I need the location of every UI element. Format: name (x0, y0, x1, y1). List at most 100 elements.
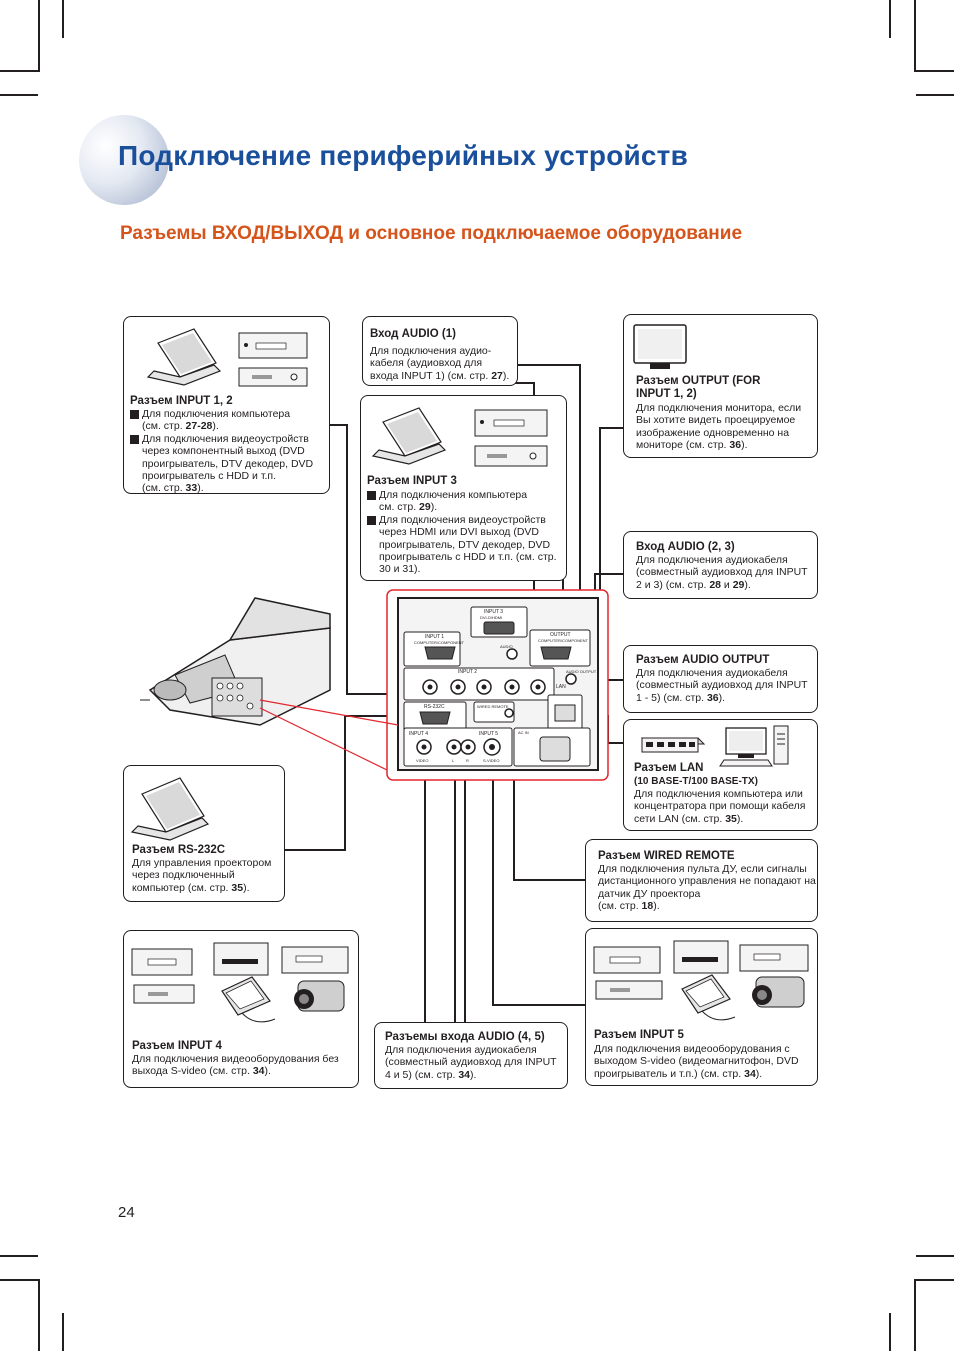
crop-mark (889, 1313, 891, 1351)
lan-subheading: (10 BASE-T/100 BASE-TX) (634, 776, 758, 787)
crop-mark (38, 0, 40, 72)
box-audio-4-5: Разъемы входа AUDIO (4, 5) Для подключен… (374, 1022, 568, 1089)
lan-text: Для подключения компьютера или концентра… (634, 788, 806, 825)
audioout-text: Для подключения аудиокабеля (совместный … (636, 667, 808, 704)
box-output: Разъем OUTPUT (FOR INPUT 1, 2) Для подкл… (623, 314, 818, 458)
network-hub-icon (640, 737, 706, 753)
page-subtitle: Разъемы ВХОД/ВЫХОД и основное подключаем… (120, 223, 743, 244)
audio23-heading: Вход AUDIO (2, 3) (636, 541, 735, 553)
crop-mark (914, 1279, 916, 1351)
panel-label-video: VIDEO (416, 758, 429, 763)
box-rs232c: Разъем RS-232C Для управления проектором… (123, 765, 285, 902)
panel-label-ac: AC IN (518, 730, 529, 735)
camcorder-icon (294, 980, 345, 1012)
output-text: Для подключения монитора, если Вы хотите… (636, 402, 802, 451)
box-audio-output: Разъем AUDIO OUTPUT Для подключения ауди… (623, 645, 818, 713)
crop-mark (38, 1279, 40, 1351)
dvd-player-icon (673, 940, 729, 974)
crop-mark (916, 1255, 954, 1257)
dtv-decoder-icon (474, 445, 548, 467)
input3-bullet-2: Для подключения видеоустройств через HDM… (367, 514, 569, 575)
dvd-player-icon (238, 332, 308, 359)
portable-dvd-icon (681, 974, 736, 1021)
crop-mark (916, 70, 954, 72)
crop-mark (0, 70, 38, 72)
box-wired-remote: Разъем WIRED REMOTE Для подключения пуль… (585, 839, 818, 922)
crop-mark (916, 1279, 954, 1281)
portable-dvd-icon (221, 976, 276, 1023)
panel-label-input5: INPUT 5 (479, 731, 499, 737)
box-input-3: Разъем INPUT 3 Для подключения компьютер… (360, 395, 567, 581)
lan-heading: Разъем LAN (634, 762, 704, 774)
input4-text: Для подключения видеооборудования без вы… (132, 1053, 339, 1078)
input3-heading: Разъем INPUT 3 (367, 475, 457, 487)
box-audio-1: Вход AUDIO (1) Для подключения аудио-каб… (362, 316, 518, 386)
crop-mark (0, 94, 38, 96)
input5-heading: Разъем INPUT 5 (594, 1029, 684, 1041)
audio1-text: Для подключения аудио-кабеля (аудиовход … (370, 345, 510, 382)
audio1-heading: Вход AUDIO (1) (370, 328, 456, 340)
panel-label-output-sub: COMPUTER/COMPONENT (538, 638, 588, 643)
dvd-player-icon (213, 942, 269, 976)
box-input-4: Разъем INPUT 4 Для подключения видеообор… (123, 930, 359, 1088)
audio45-text: Для подключения аудиокабеля (совместный … (385, 1044, 557, 1081)
input4-heading: Разъем INPUT 4 (132, 1040, 222, 1052)
laptop-icon (130, 777, 210, 841)
panel-label-lan: LAN (556, 684, 566, 690)
input3-bullet-1: Для подключения компьютера см. стр. 29). (367, 489, 574, 514)
monitor-icon (633, 324, 687, 369)
panel-label-rs232: RS-232C (424, 704, 445, 710)
crop-mark (0, 1255, 38, 1257)
panel-label-l: L (452, 758, 455, 763)
wired-heading: Разъем WIRED REMOTE (598, 850, 735, 862)
dvd-player-icon (739, 944, 809, 972)
crop-mark (916, 94, 954, 96)
audio45-heading: Разъемы входа AUDIO (4, 5) (385, 1031, 545, 1043)
dvd-player-icon (474, 409, 548, 437)
crop-mark (62, 1313, 64, 1351)
box-input-1-2: Разъем INPUT 1, 2 Для подключения компью… (123, 316, 330, 494)
wired-text: Для подключения пульта ДУ, если сигналы … (598, 863, 816, 900)
dtv-decoder-icon (133, 984, 195, 1004)
box-input-5: Разъем INPUT 5 Для подключения видеообор… (585, 928, 818, 1086)
panel-label-r: R (466, 758, 469, 763)
page-number: 24 (118, 1204, 135, 1221)
crop-mark (914, 0, 916, 72)
dtv-decoder-icon (238, 367, 308, 387)
rs232-heading: Разъем RS-232C (132, 844, 226, 856)
panel-label-audio-output: AUDIO OUTPUT (566, 669, 597, 674)
laptop-icon (146, 328, 222, 386)
laptop-icon (371, 407, 447, 465)
vcr-icon (593, 946, 661, 974)
crop-mark (62, 0, 64, 38)
box-audio-2-3: Вход AUDIO (2, 3) Для подключения аудиок… (623, 531, 818, 599)
dtv-decoder-icon (595, 980, 663, 1000)
audio23-text: Для подключения аудиокабеля (совместный … (636, 554, 808, 591)
panel-label-input3: INPUT 3 (484, 609, 504, 615)
crop-mark (889, 0, 891, 38)
dvd-player-icon (281, 946, 349, 974)
audioout-heading: Разъем AUDIO OUTPUT (636, 654, 770, 666)
projector-icon (140, 597, 331, 726)
vcr-icon (131, 948, 193, 976)
input12-bullet-2: Для подключения видеоустройств через ком… (130, 433, 334, 494)
crop-mark (0, 1279, 38, 1281)
input12-bullet-1: Для подключения компьютера (см. стр. 27-… (130, 408, 334, 433)
page-title: Подключение периферийных устройств (118, 140, 689, 171)
panel-label-svideo: S-VIDEO (483, 758, 500, 763)
camcorder-icon (752, 976, 805, 1008)
input12-heading: Разъем INPUT 1, 2 (130, 395, 233, 407)
output-heading: Разъем OUTPUT (FOR INPUT 1, 2) (636, 375, 761, 400)
wired-text-2: (см. стр. 18). (598, 900, 660, 912)
desktop-computer-icon (719, 725, 789, 767)
panel-label-input1: INPUT 1 (425, 634, 445, 640)
panel-label-wired: WIRED REMOTE (477, 704, 509, 709)
rs232-text: Для управления проектором через подключе… (132, 857, 272, 894)
panel-label-input3-sub: DVI-D/HDMI (480, 615, 503, 620)
panel-label-input1-sub: COMPUTER/COMPONENT (414, 640, 464, 645)
panel-label-audio: AUDIO (500, 644, 513, 649)
input5-text: Для подключения видеооборудования с выхо… (594, 1043, 799, 1080)
panel-label-input2: INPUT 2 (458, 669, 478, 675)
title-decoration (79, 115, 169, 205)
